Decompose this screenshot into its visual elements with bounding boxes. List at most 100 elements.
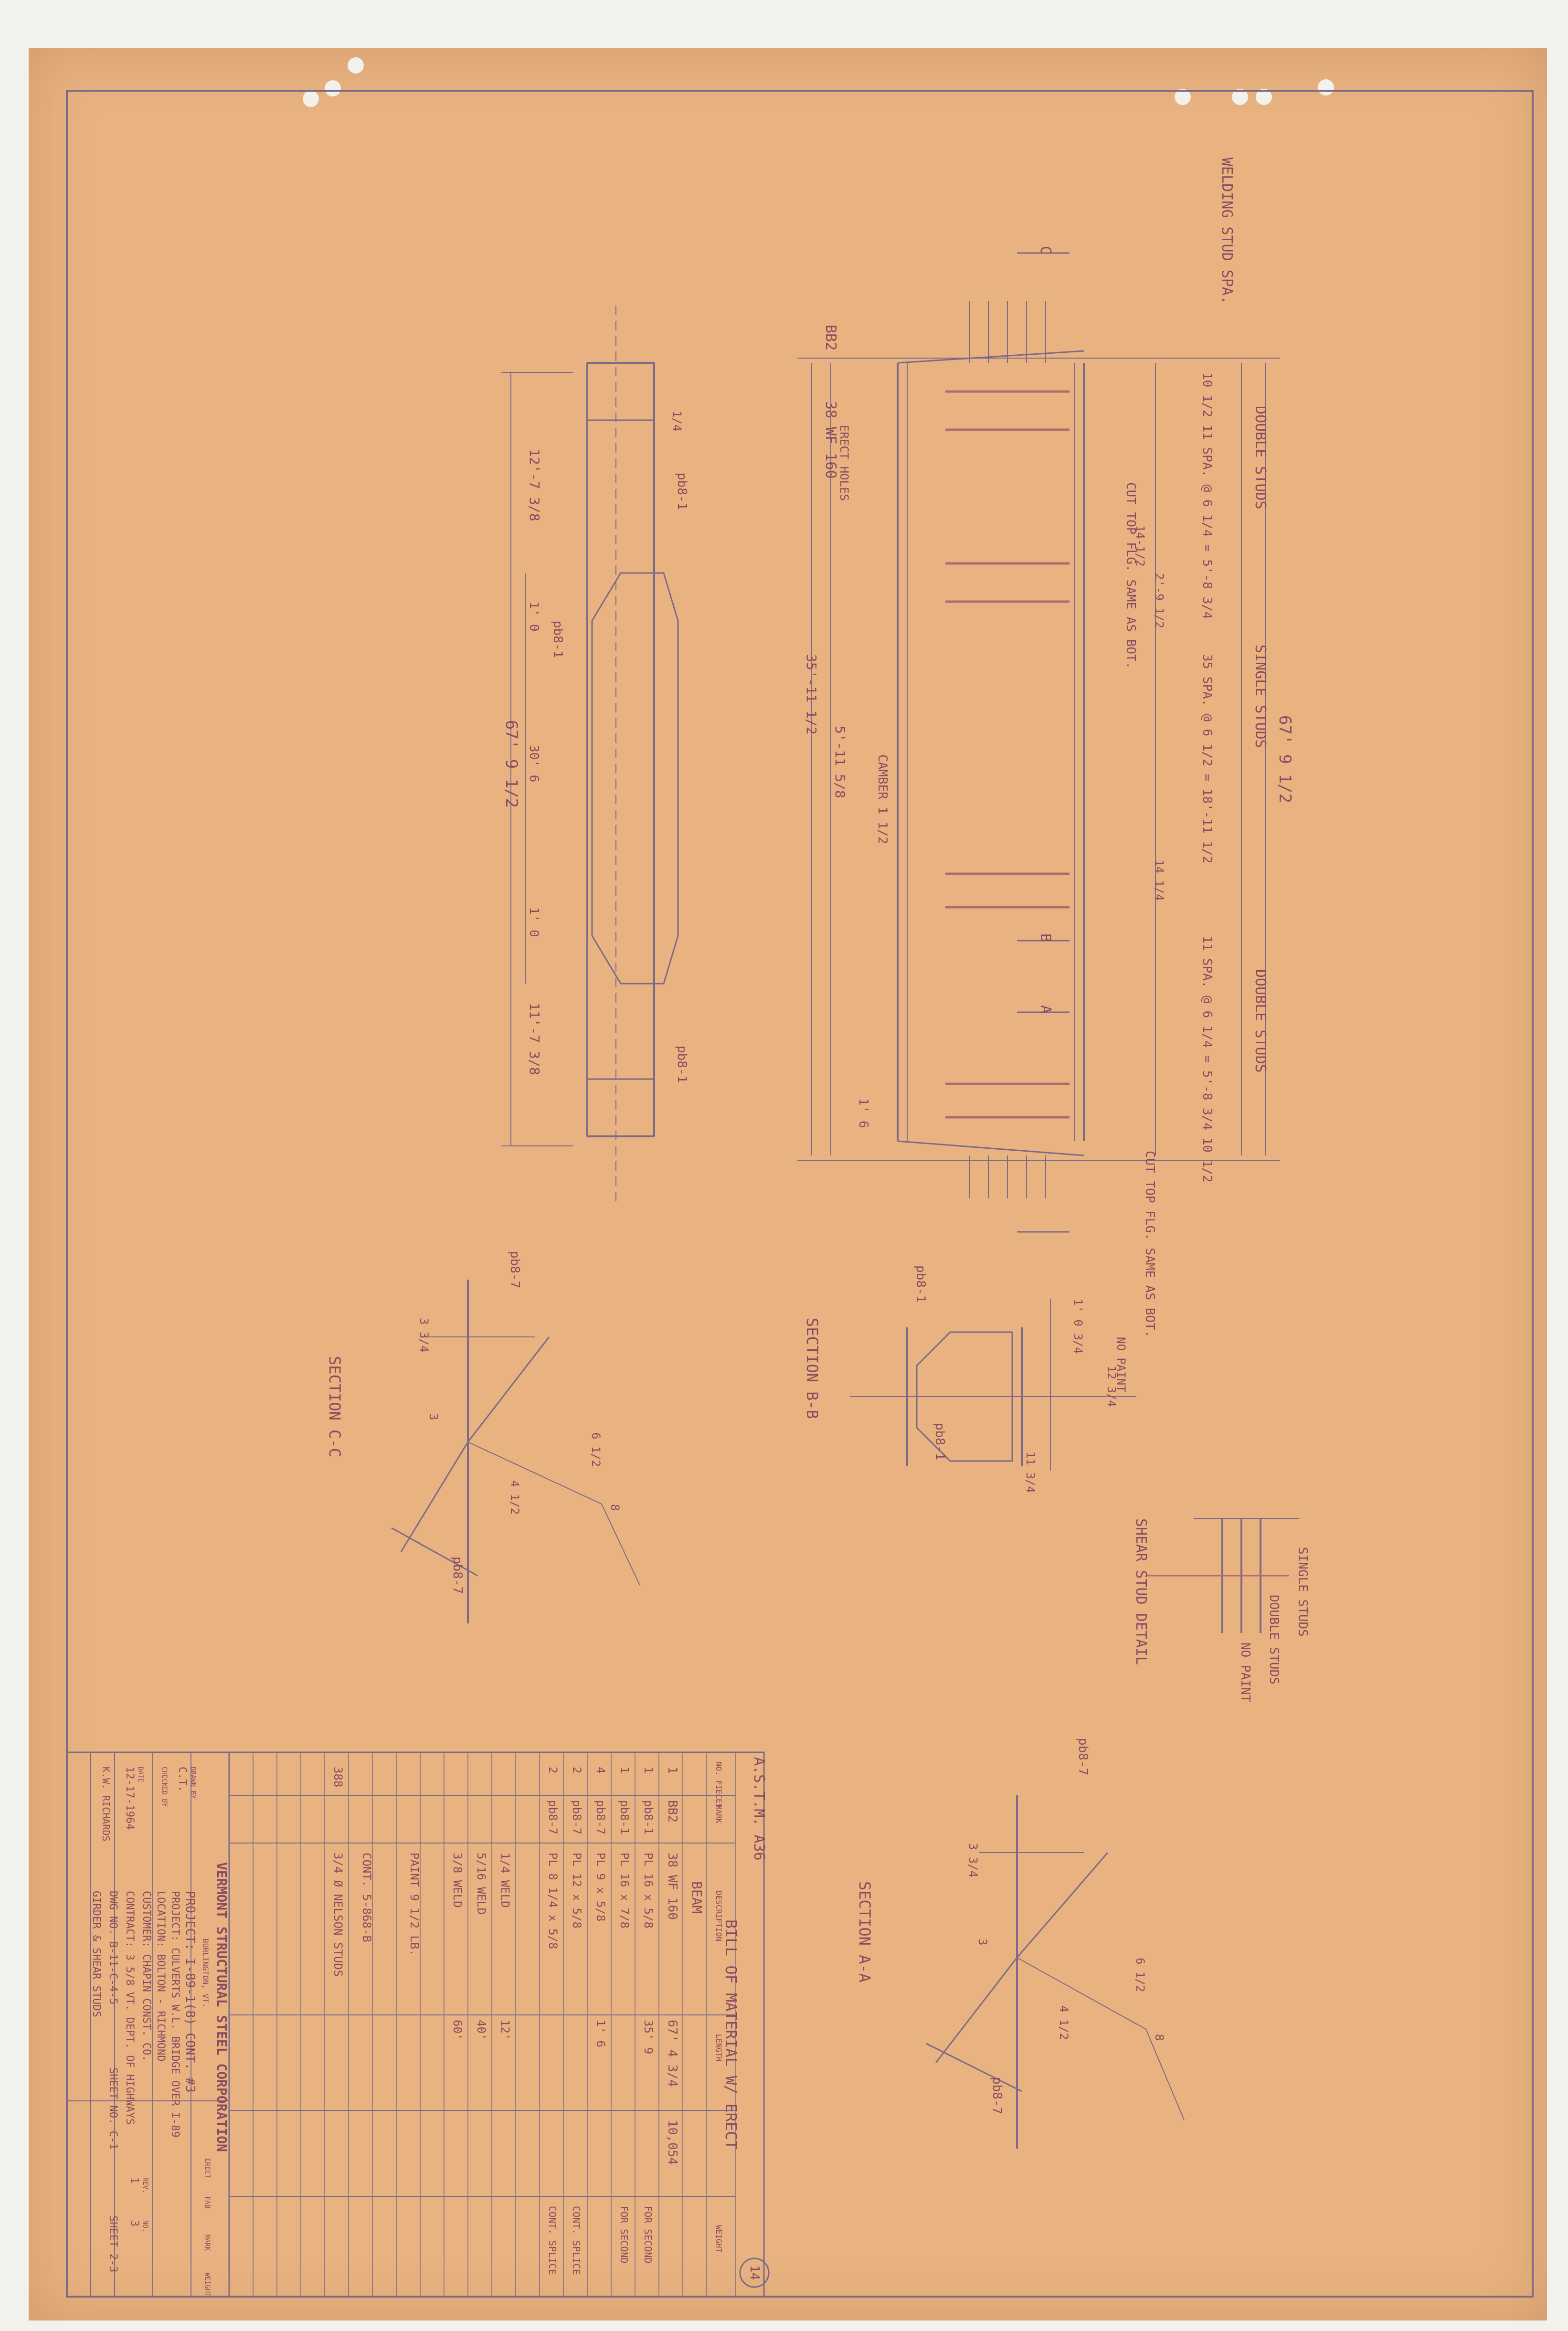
section-aa-dim-4: 6 1/2 [1134, 1958, 1147, 1992]
bom-row: 4 pb8-7 PL 9 x 5/8 1' 6 [594, 1767, 607, 2047]
cut-top-flange-right: CUT TOP FLG. SAME AS BOT. [1143, 1151, 1157, 1337]
date-label: DATE [137, 1767, 144, 1783]
sheet-label: SHEET 2-3 [107, 2215, 119, 2272]
company-location: BURLINGTON, VT. [201, 1939, 210, 2008]
plan-mid-dim-1: 1' 0 [527, 602, 541, 632]
bom-row-4-len: 1' 6 [594, 2020, 607, 2047]
section-b-b: SECTION B-B pb8-1 pb8-1 1' 0 3/4 12 3/4 … [803, 1265, 1136, 1493]
company-name: VERMONT STRUCTURAL STEEL CORPORATION [214, 1862, 230, 2152]
bom-row-9-desc: 3/8 WELD [451, 1853, 464, 1908]
stud-spacing-1: 10 1/2 11 SPA. @ 6 1/4 = 5'-8 3/4 [1200, 372, 1214, 619]
customer: CUSTOMER: CHAPIN CONST. CO. [140, 1891, 152, 2062]
bom-row: PAINT 9 1/2 LB. [408, 1853, 421, 1956]
stud-spacing-2: 35 SPA. @ 6 1/2 = 18'-11 1/2 [1200, 654, 1214, 863]
bom-row-6-qty: 2 [546, 1767, 560, 1773]
section-mark-c: C [1037, 246, 1054, 254]
single-studs-label: SINGLE STUDS [1252, 645, 1269, 748]
shear-stud-detail-title: SHEAR STUD DETAIL [1133, 1518, 1149, 1665]
bom-row-8-len: 40' [475, 2020, 488, 2040]
section-cc-plate-top: pb8-7 [508, 1251, 522, 1288]
project-name: PROJECT: CULVERTS W.L. BRIDGE OVER I-89 [169, 1891, 181, 2138]
no-value: 3 [128, 2220, 140, 2226]
section-bb-plate-top: pb8-1 [913, 1265, 928, 1303]
bom-row-3-wt: FOR SECOND [618, 2206, 630, 2263]
plan-mid-dim-2: 30' 6 [527, 745, 541, 782]
section-mark-b: B [1037, 933, 1054, 942]
rev-value: 1 [128, 2177, 140, 2183]
job-description: GIRDER & SHEAR STUDS [90, 1891, 102, 2017]
bom-row: 2 pb8-7 PL 8 1/4 x 5/8 CONT. SPLICE [546, 1767, 560, 2275]
punch-hole [303, 91, 319, 107]
bom-row-3-mark: pb8-1 [618, 1800, 631, 1834]
no-label: NO. [141, 2220, 149, 2232]
plan-end-mark-1: pb8-1 [675, 473, 689, 510]
bom-row-5-mark: pb8-7 [570, 1800, 583, 1834]
section-cc-dim-2: 3 [427, 1413, 440, 1420]
bom-row-1-mark: BB2 [665, 1800, 679, 1822]
bom-col-length: LENGTH [714, 2034, 723, 2062]
section-cc-plate-bot: pb8-7 [450, 1557, 465, 1594]
shear-label-no-paint: NO PAINT [1238, 1642, 1252, 1703]
bom-row-2-mark: pb8-1 [642, 1800, 655, 1834]
bom-row: CONT. 5-868-B [360, 1853, 373, 1942]
section-a-a: SECTION A-A pb8-7 pb8-7 3 3/4 3 4 1/2 6 … [856, 1738, 1185, 2149]
bom-row-2-qty: 1 [642, 1767, 655, 1773]
shear-label-single: SINGLE STUDS [1295, 1547, 1310, 1637]
stud-spacing-3: 11 SPA. @ 6 1/4 = 5'-8 3/4 10 1/2 [1200, 936, 1214, 1183]
drawing-number: DWG NO. B-11-C-4-5 [107, 1891, 119, 2004]
section-aa-title: SECTION A-A [856, 1881, 874, 1982]
elev-small-dim-2: 2'-9 1/2 [1153, 573, 1166, 628]
section-cc-title: SECTION C-C [326, 1356, 344, 1457]
plan-left-dim: 12'-7 3/8 [527, 449, 542, 521]
bottom-dim-2: 1' 6 [856, 1098, 870, 1128]
elev-small-dim-1: 14-1/2 [1134, 525, 1147, 567]
section-mark-a: A [1037, 1005, 1054, 1014]
section-aa-plate-top: pb8-7 [1076, 1738, 1090, 1775]
bottom-dim-3: 5'-11 5/8 [832, 726, 848, 798]
bom-row: 2 pb8-7 PL 12 x 5/8 CONT. SPLICE [570, 1767, 583, 2275]
section-bb-dim-3: 11 3/4 [1024, 1452, 1037, 1493]
rev-label: REV. [141, 2177, 149, 2193]
bom-row: 3/8 WELD 60' [451, 1853, 464, 2040]
bom-row: 1/4 WELD 12' [498, 1853, 512, 2040]
bom-row-12-qty: 388 [331, 1767, 345, 1787]
plan-right-dim: 11'-7 3/8 [527, 1003, 542, 1075]
section-aa-dim-3: 4 1/2 [1057, 2005, 1070, 2040]
elev-small-dim-3: 14 1/4 [1153, 859, 1166, 901]
section-cc-dim-3: 4 1/2 [508, 1480, 521, 1515]
sheet-circle-number: 14 [747, 2265, 762, 2280]
bom-row-10-desc: PAINT 9 1/2 LB. [408, 1853, 421, 1956]
drawn-by-label: DRAWN BY [189, 1767, 197, 1799]
bom-row-6-desc: PL 8 1/4 x 5/8 [546, 1853, 560, 1949]
plan-overall-dim: 67' 9 1/2 [502, 720, 521, 808]
bom-row-3-qty: 1 [618, 1767, 631, 1773]
beam-size: 38 WF 160 [822, 401, 839, 479]
bom-row-5-qty: 2 [570, 1767, 583, 1773]
bom-row-1-desc: 38 WF 160 [665, 1853, 679, 1920]
bom-row-4-mark: pb8-7 [594, 1800, 607, 1834]
bom-row-12-desc: 3/4 Ø NELSON STUDS [331, 1853, 345, 1977]
beam-mark: BB2 [822, 325, 839, 350]
bom-row-4-qty: 4 [594, 1767, 607, 1773]
shear-label-double: DOUBLE STUDS [1267, 1595, 1281, 1685]
bom-row: 5/16 WELD 40' [475, 1853, 488, 2040]
section-aa-dim-1: 3 3/4 [966, 1843, 980, 1877]
bom-row-5-desc: PL 12 x 5/8 [570, 1853, 583, 1928]
section-bb-dim-2: 12 3/4 [1105, 1366, 1118, 1407]
bom-row-2-wt: FOR SECOND [642, 2206, 654, 2263]
stud-spacing-label: WELDING STUD SPA. [1218, 158, 1235, 304]
bom-row-3-desc: PL 16 x 7/8 [618, 1853, 631, 1928]
section-c-c: SECTION C-C pb8-7 pb8-7 3 3/4 3 4 1/2 6 … [326, 1251, 640, 1623]
date-value: 12-17-1964 [124, 1767, 136, 1830]
bom-col-desc: DESCRIPTION [714, 1891, 723, 1941]
bom-row-2-desc: PL 16 x 5/8 [642, 1853, 655, 1928]
bom-col-qty: NO. PIECES [714, 1762, 723, 1808]
bom-row-1-len: 67' 4 3/4 [665, 2020, 679, 2087]
section-aa-dim-2: 3 [976, 1939, 989, 1945]
bom-title: BILL OF MATERIAL W/ ERECT [722, 1919, 740, 2150]
punch-hole [348, 57, 364, 74]
plan-weld-callout: 1/4 [670, 411, 684, 431]
bom-col-mark: MARK [714, 1805, 723, 1823]
section-aa-plate-bot: pb8-7 [990, 2077, 1004, 2114]
